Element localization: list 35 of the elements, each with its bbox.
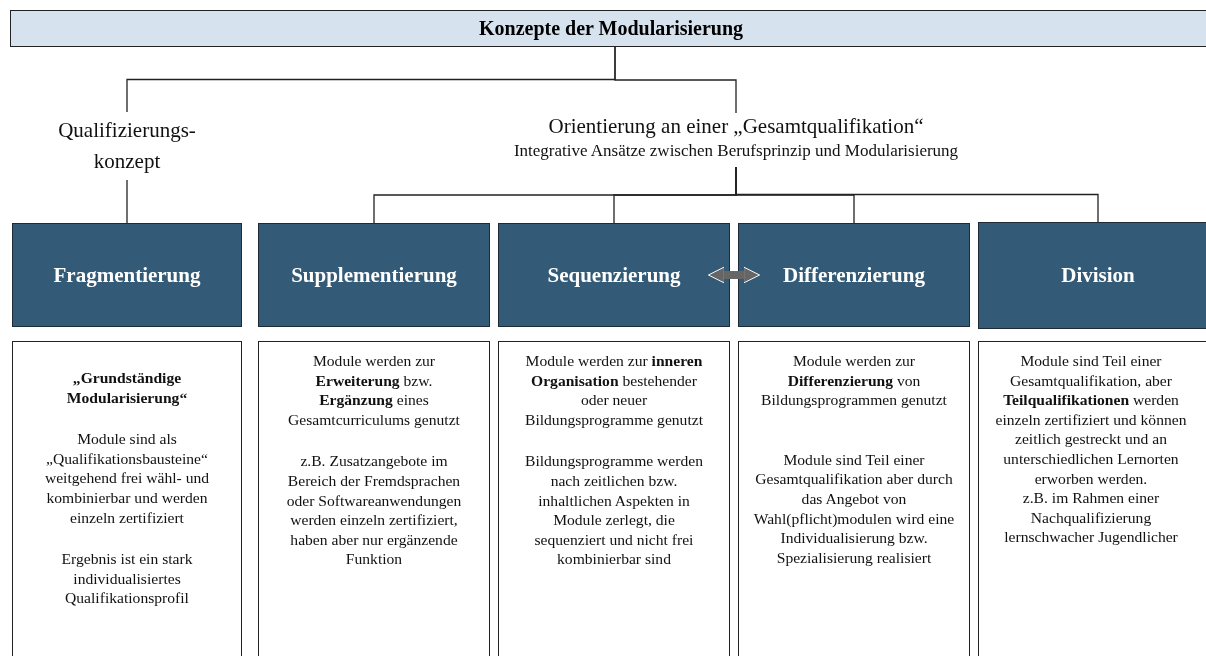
category-heading: Sequenzierung <box>547 262 681 288</box>
category-box <box>978 222 1206 329</box>
description-box <box>498 341 730 656</box>
description-text: Module sind als „Qualifikationsbausteine“ weitgehend frei wähl- und kombinierbar und werden einzeln zertifiziert <box>43 429 211 528</box>
title-box <box>10 10 1206 47</box>
category-box <box>498 223 730 327</box>
description-text: Module werden zur inneren Organisation bestehender oder neuer Bildungsprogramme genutzt <box>524 351 704 430</box>
description-box <box>258 341 490 656</box>
category-box <box>12 223 242 327</box>
category-heading: Supplementierung <box>291 262 457 288</box>
category-heading: Differenzierung <box>783 262 925 288</box>
description-text: Module sind Teil einer Gesamtqualifikation aber durch das Angebot von Wahl(pflicht)modulen wird eine Individualisierung bzw. Spezialisierung realisiert <box>752 449 956 568</box>
description-text: „Grundständige Modularisierung“ <box>65 368 189 408</box>
description-text: Module sind Teil einer Gesamtqualifikation, aber Teilqualifikationen werden einzeln zertifiziert und können zeitlich gestreckt und an unterschiedlichen Lernorten erworben werden. <box>994 351 1188 489</box>
description-text: Module werden zur Differenzierung von Bildungsprogrammen genutzt <box>760 351 948 410</box>
description-box <box>12 341 242 656</box>
description-box <box>738 341 970 656</box>
category-heading: Division <box>1061 263 1135 288</box>
category-heading: Fragmentierung <box>53 262 201 288</box>
category-box <box>258 223 490 327</box>
description-text: Ergebnis ist ein stark individualisiertes Qualifikationsprofil <box>60 549 194 608</box>
description-text: Module werden zur Erweiterung bzw. Ergänzung eines Gesamtcurriculums genutzt <box>287 351 461 430</box>
connector-line <box>126 179 128 224</box>
concept-subtitle: Integrative Ansätze zwischen Berufsprinzip und Modularisierung <box>513 140 959 162</box>
connector-line <box>735 166 1099 223</box>
description-box <box>978 341 1206 656</box>
box-label: Konzepte der Modularisierung <box>478 17 745 40</box>
connector-line <box>614 46 737 114</box>
description-text: Bildungsprogramme werden nach zeitlichen bzw. inhaltlichen Aspekten in Module zerlegt, die sequenziert und nicht frei kombinierbar sind <box>524 451 704 569</box>
concept-label: Qualifizierungs- konzept <box>57 117 197 175</box>
double-arrow <box>707 266 761 284</box>
category-box <box>738 223 970 327</box>
description-text: z.B. Zusatzangebote im Bereich der Fremdsprachen oder Softwareanwendungen werden einzeln zertifiziert, haben aber nur ergänzende Funktion <box>285 451 463 569</box>
concept-label: Orientierung an einer „Gesamtqualifikation“ <box>548 113 924 140</box>
description-text: z.B. im Rahmen einer Nachqualifizierung lernschwacher Jugendlicher <box>1003 488 1179 547</box>
